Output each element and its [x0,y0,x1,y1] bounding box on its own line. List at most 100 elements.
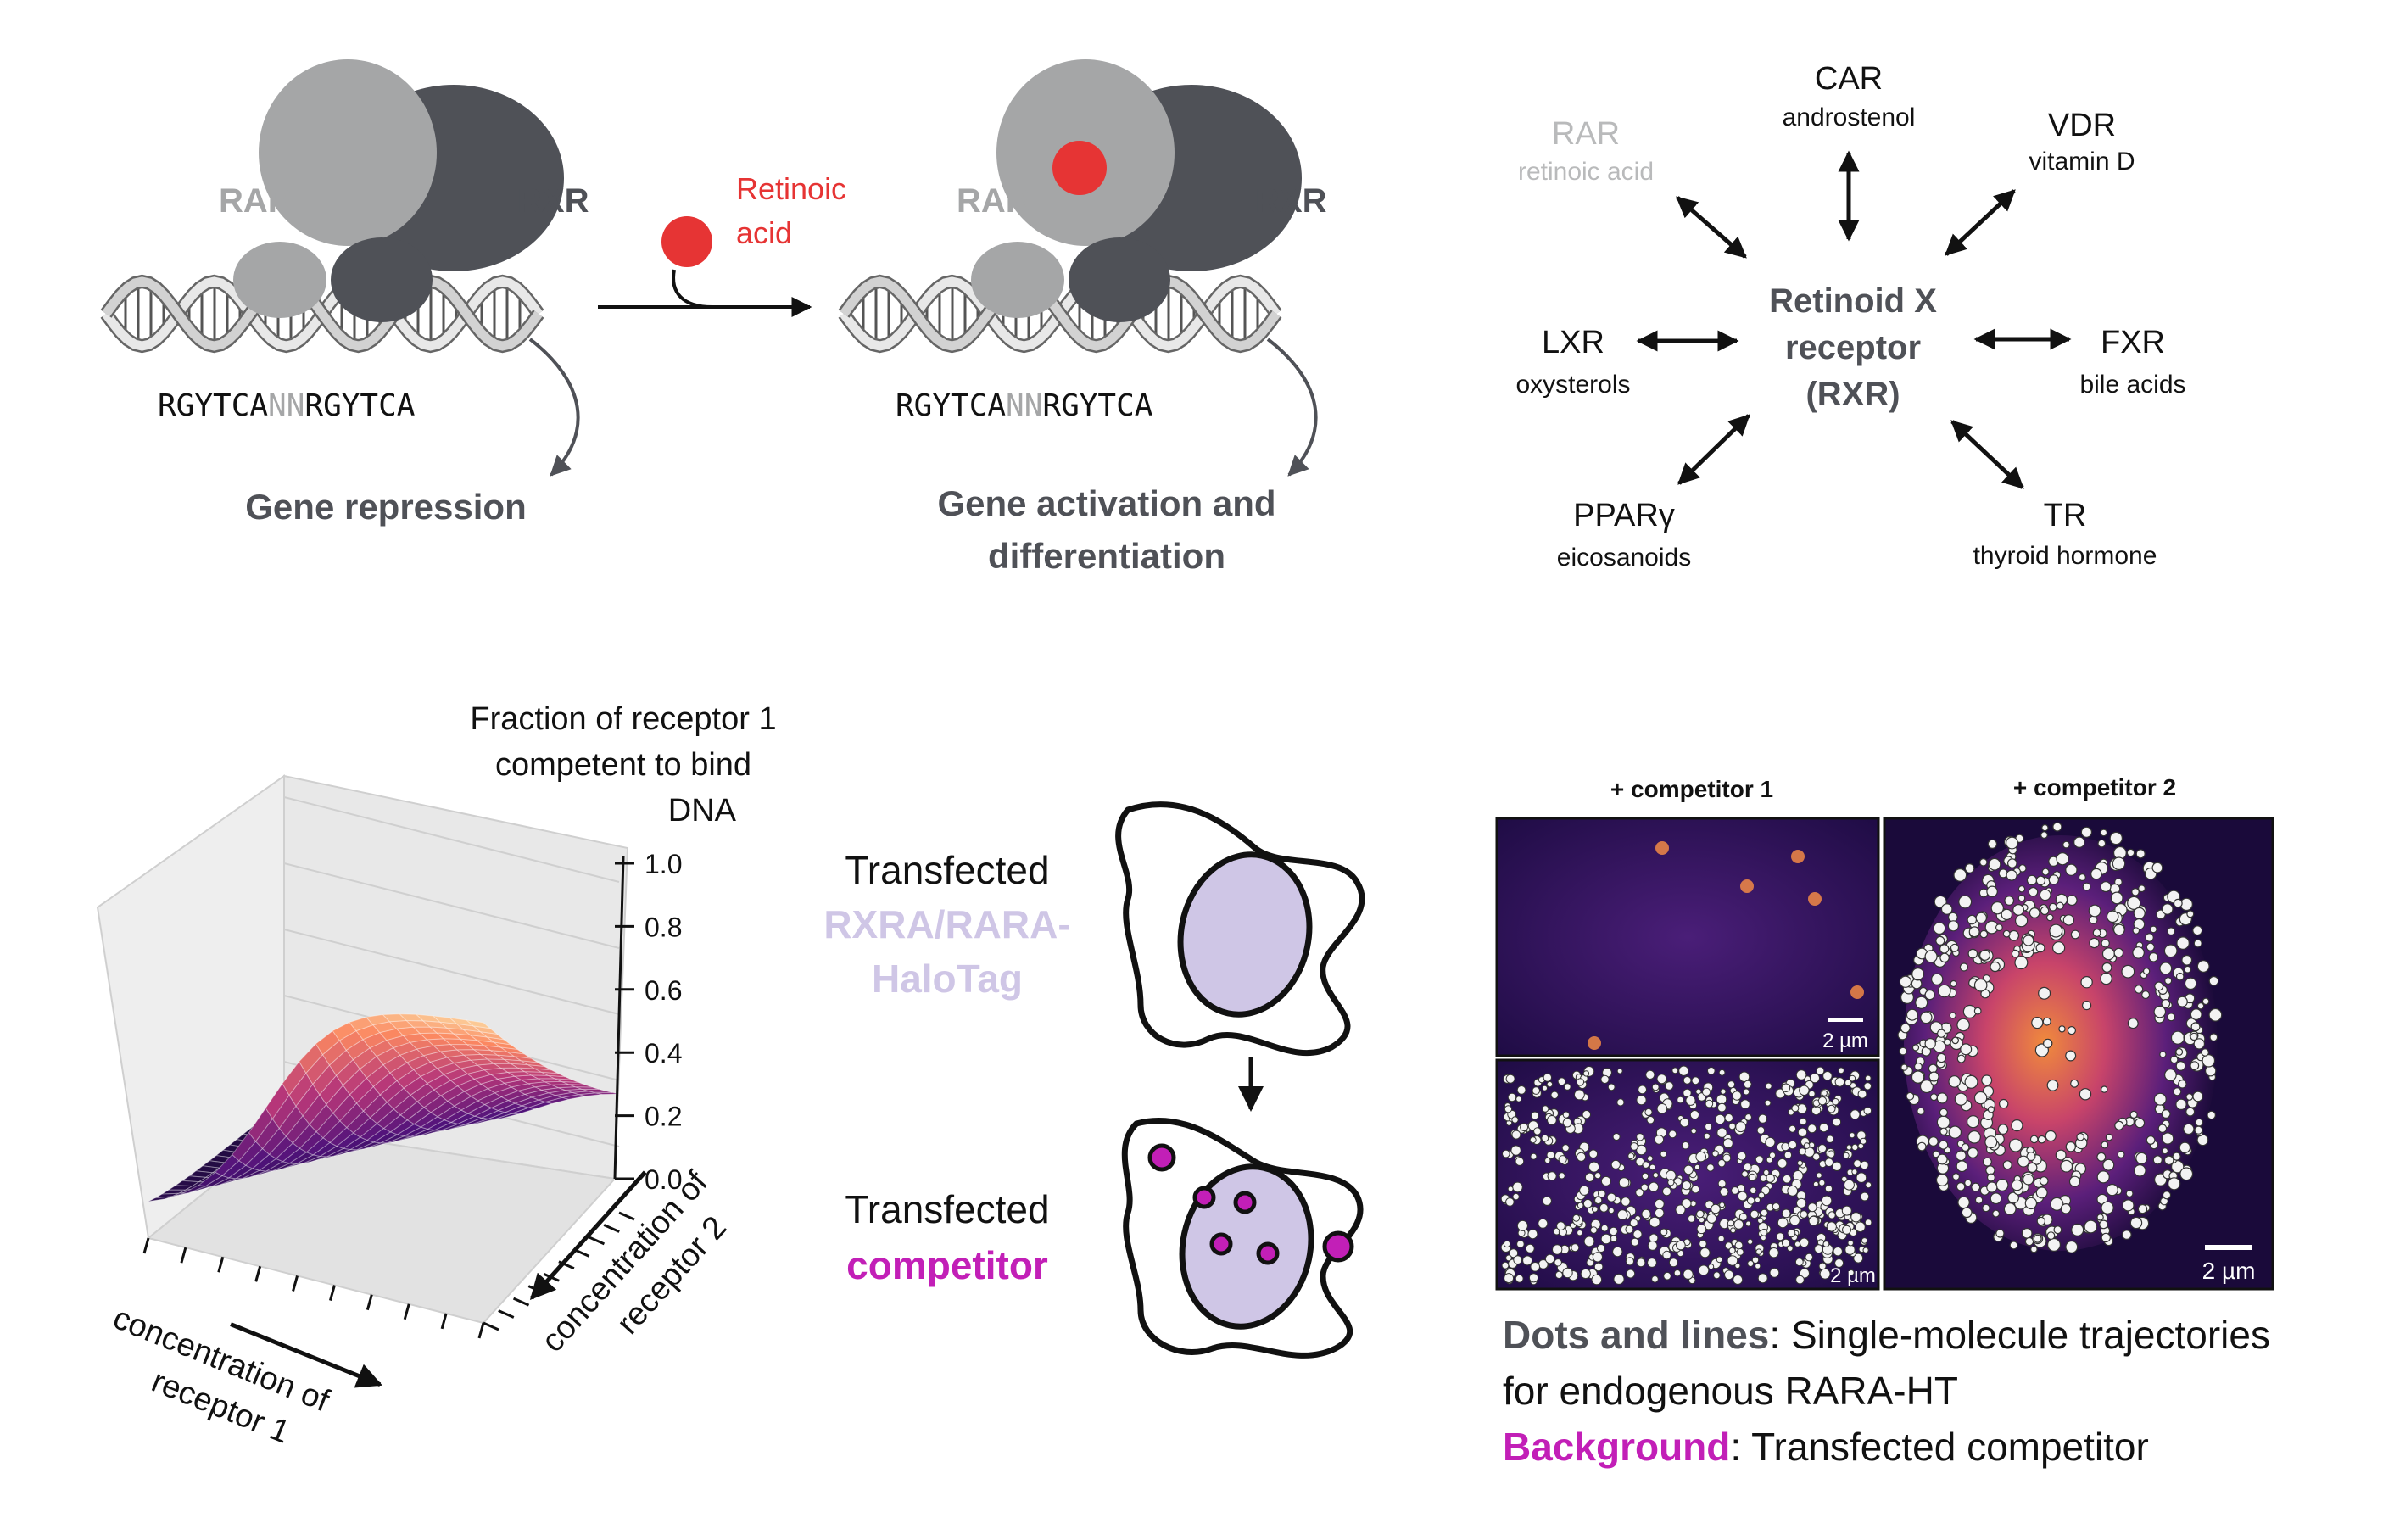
trajectory-dot [1722,1138,1733,1149]
image-frame [1495,817,1880,1057]
trajectory-dot [1747,1197,1755,1205]
trajectory-dot [1812,1180,1819,1187]
trajectory-dot [1913,1062,1923,1071]
trajectory-dot [2175,1047,2184,1056]
trajectory-dot [1938,984,1951,998]
trajectory-dot [2048,902,2057,912]
trajectory-dot [2080,826,2092,838]
trajectory-dot [1961,1143,1970,1152]
trajectory-dot [2080,975,2093,989]
trajectory-dot [2066,895,2078,907]
trajectory-dot [1717,1179,1727,1188]
trajectory-dot [2099,1219,2108,1230]
trajectory-dot [1936,1029,1946,1038]
trajectory-dot [2192,925,2203,936]
trajectory-dot [2164,977,2173,985]
trajectory-dot [1781,1208,1791,1219]
trajectory-dot [1956,1018,1970,1032]
trajectory-dot [1728,1247,1736,1254]
trajectory-dot [1677,1096,1684,1104]
grid-line [283,862,620,949]
surface-facet [527,1064,552,1071]
x-axis-arrow [230,1322,383,1388]
trajectory-dot [2185,1107,2196,1117]
trajectory-dot [1787,1185,1799,1197]
trajectory-dot [1705,1123,1713,1131]
trajectory-dot [1640,1183,1649,1191]
trajectory-dot [1816,1066,1825,1075]
bright-spot [1791,850,1805,863]
trajectory-dot [2070,1079,2079,1088]
x-tick [292,1275,299,1292]
trajectory-dot [1727,1080,1736,1089]
trajectory-dot [1751,1256,1760,1264]
trajectory-dot [1691,1076,1700,1085]
trajectory-dot [1652,1172,1659,1179]
trajectory-dot [1707,1067,1716,1075]
trajectory-dot [1662,1250,1671,1260]
trajectory-dot [1730,1227,1737,1234]
trajectory-dot [2114,1120,2124,1130]
partner-fxr: FXR bile acids [1973,325,2186,399]
trajectory-dot [1956,1182,1966,1191]
trajectory-dot [1505,1197,1515,1207]
trajectory-dot [1641,1172,1649,1180]
trajectory-dot [1997,1124,2009,1135]
trajectory-dot [2106,1183,2118,1197]
top-label-2: RXRA/RARA- [823,902,1070,946]
y-tick [603,1224,620,1233]
trajectory-dot [2082,1000,2092,1011]
trajectory-dot [1957,1196,1970,1209]
trajectory-dot [1717,1102,1727,1113]
trajectory-dot [2105,1133,2113,1141]
trajectory-dot [2196,960,2210,973]
partner-ligand: thyroid hormone [1973,542,2157,570]
trajectory-dot [2011,1119,2023,1132]
trajectory-dot [1520,1123,1529,1132]
z-axis: 1.00.80.60.40.20.0 [615,849,682,1195]
trajectory-dot [2026,1152,2036,1162]
trajectory-dot [2089,915,2098,924]
trajectory-dot [1844,1179,1855,1191]
trajectory-dot [1554,1258,1562,1267]
bright-spot [1740,879,1754,893]
trajectory-dot [2065,1240,2079,1253]
transfection-schematic: Transfected RXRA/RARA- HaloTag Transfect… [823,801,1365,1359]
trajectory-dot [1705,1099,1714,1108]
trajectory-dot [1834,1258,1844,1268]
competitor-1-label: + competitor 1 [1610,776,1773,802]
trajectory-dot [1727,1219,1734,1227]
trajectory-dot [1987,839,1998,850]
trajectory-dot [1636,1258,1646,1268]
trajectory-dot [1743,1088,1750,1096]
trajectory-dot [1719,1202,1726,1208]
trajectory-dot [1699,1247,1711,1258]
partner-ligand: vitamin D [2029,148,2135,176]
bright-spot [1655,841,1669,855]
trajectory-dot [1515,1096,1522,1102]
trajectory-dot [2176,996,2188,1007]
trajectory-dot [2021,1227,2033,1239]
trajectory-dot [1546,1151,1555,1160]
trajectory-dot [2190,1008,2202,1020]
retinoic-acid-label-2: acid [736,215,792,250]
nucleus-bottom [1179,1163,1314,1330]
trajectory-dot [1986,1181,1998,1193]
trajectory-dot [1769,1267,1780,1278]
trajectory-dot [1558,1172,1565,1180]
trajectory-dot [1935,1174,1949,1186]
trajectory-dot [2153,1092,2167,1106]
trajectory-dot [2190,1061,2200,1070]
trajectory-dot [1612,1246,1623,1258]
partner-ligand: bile acids [2079,371,2185,399]
trajectory-dot [1984,1135,1998,1149]
trajectory-dot [1733,1219,1744,1230]
trajectory-dot [2146,942,2155,951]
microscopy-panels: + competitor 1 + competitor 2 2 µm 2 µm … [1495,774,2274,1469]
trajectory-dot [1950,979,1957,988]
trajectory-dot [1944,1038,1951,1046]
rxr-label: RXR [1255,182,1327,220]
trajectory-dot [1788,1140,1797,1150]
rxr-center-label-2: receptor [1785,329,1921,366]
trajectory-dot [1900,1023,1911,1034]
